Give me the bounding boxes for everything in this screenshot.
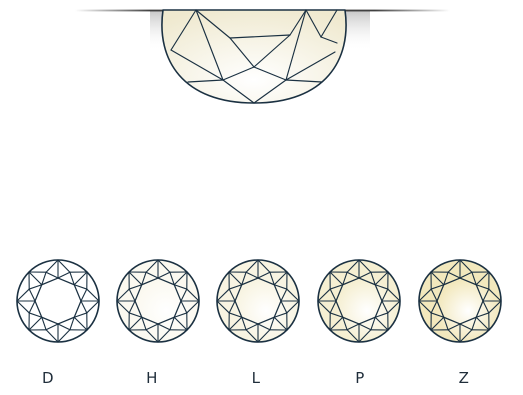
grade-label-z: Z (444, 369, 484, 387)
grade-diamond-row (17, 260, 501, 342)
side-profile-outline (162, 10, 346, 103)
diamond-top-icon-h (117, 260, 199, 342)
diamond-top-icon-p (318, 260, 400, 342)
diamond-top-icon-z (419, 260, 501, 342)
diamond-top-icon-l (217, 260, 299, 342)
grade-label-p: P (340, 369, 380, 387)
diamond-side-profile-icon (162, 10, 346, 103)
grade-label-d: D (28, 369, 68, 387)
grade-label-l: L (236, 369, 276, 387)
diamond-top-icon-d (17, 260, 99, 342)
side-profile-diamond (75, 10, 450, 103)
grade-label-h: H (132, 369, 172, 387)
